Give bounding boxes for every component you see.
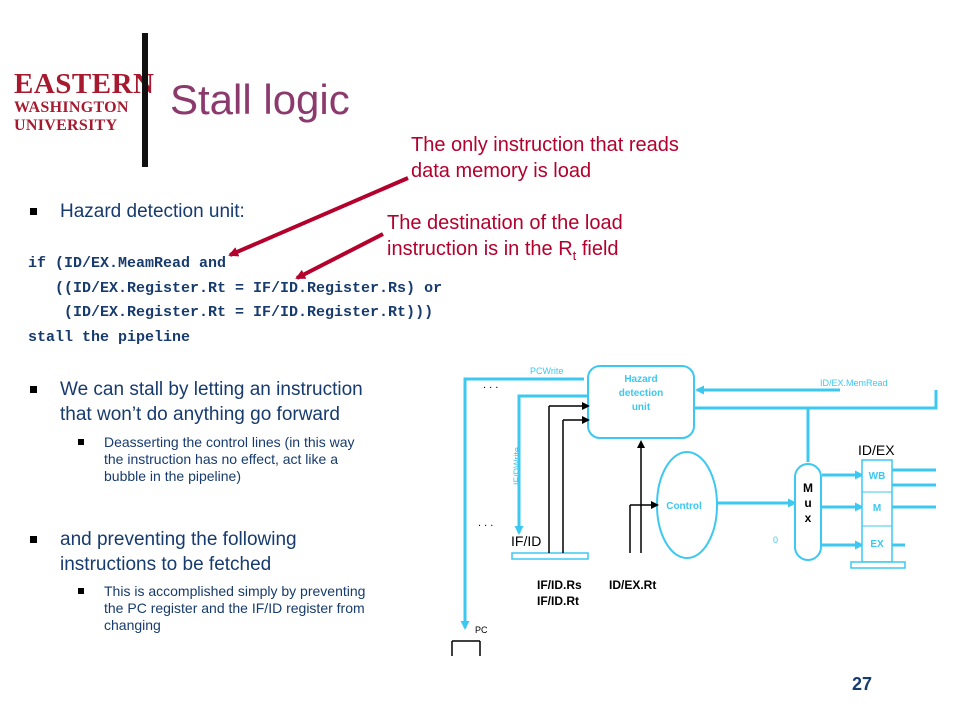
hazard-label-1: Hazard [624,374,657,385]
idex-lower-box [850,561,906,569]
subbullet-text: Deasserting the control lines (in this w… [104,434,355,450]
ifid-label: IF/ID [511,533,541,549]
bullet-square-icon [30,208,37,215]
logo-line-3: UNIVERSITY [14,117,118,134]
mux-label-3: x [805,511,812,525]
bullet-square-icon [30,386,37,393]
pc-label: PC [475,625,488,635]
dots-top: . . . [483,379,498,391]
annotation1-line1: The only instruction that reads [411,134,679,156]
wb-label: WB [869,471,886,482]
bullet-text: and preventing the following [60,529,297,550]
pcwrite-label: PCWrite [530,366,563,376]
annotation2-subscript: t [572,248,577,263]
code-line-2: ((ID/EX.Register.Rt = IF/ID.Register.Rs)… [28,280,443,297]
bullet-text: instructions to be fetched [60,554,272,575]
ex-label: EX [870,539,884,550]
arrow-to-memread [228,176,409,257]
subbullet-text: the PC register and the IF/ID register f… [104,600,365,616]
ifdwrite-line [514,394,590,535]
annotation1-line2: data memory is load [411,160,592,182]
annotation2-line2: instruction is in the Rt field [387,236,623,269]
hazard-to-mux-line [694,406,810,462]
control-label: Control [666,501,702,512]
bullet-square-icon [30,536,37,543]
mux-block [794,463,822,561]
slide-title: Stall logic [170,76,350,123]
subbullet-text: the instruction has no effect, act like … [104,451,338,467]
subbullet-square-icon [78,439,84,445]
subbullet-text: changing [104,617,161,633]
code-line-1: if (ID/EX.MeamRead and [28,255,227,272]
bullet-text: We can stall by letting an instruction [60,379,363,400]
ifid-rt-label: IF/ID.Rt [537,594,579,608]
logo-line-1: EASTERN [14,68,155,100]
annotation2-line2-end: field [576,238,619,260]
ifid-rs-label: IF/ID.Rs [537,578,582,592]
subbullet-text: This is accomplished simply by preventin… [104,583,366,599]
mux-label-2: u [804,496,811,510]
idex-register [861,459,893,563]
bullet-text: Hazard detection unit: [60,201,245,222]
idex-label: ID/EX [858,442,895,458]
code-line-4: stall the pipeline [28,329,191,346]
ifid-register [511,552,589,560]
logo-line-2: WASHINGTON [14,99,129,116]
hazard-label-2: detection [619,388,663,399]
title-divider [142,33,148,167]
dots-mid: . . . [478,517,493,529]
subbullet-square-icon [78,588,84,594]
code-line-3: (ID/EX.Register.Rt = IF/ID.Register.Rt))… [28,304,434,321]
bullet-text: that won’t do anything go forward [60,404,340,425]
mux-label-1: M [803,481,813,495]
page-number: 27 [852,674,873,694]
university-logo: EASTERN WASHINGTON UNIVERSITY [14,68,155,135]
idex-memread-label: ID/EX.MemRead [820,378,888,388]
hazard-label-3: unit [632,402,651,413]
annotation-destination-rt: The destination of the load instruction … [387,210,623,269]
pcwrite-line [460,377,584,630]
m-label: M [873,503,881,514]
zero-label: 0 [773,535,778,545]
annotation-load-reads-memory: The only instruction that reads data mem… [411,132,679,184]
subbullet-text: bubble in the pipeline) [104,468,241,484]
memread-feedback-line [694,390,938,410]
annotation2-line2-text: instruction is in the R [387,238,573,260]
arrow-to-rt [295,232,384,280]
ifdwrite-label: IF/DWrite [512,447,522,485]
idex-rt-label: ID/EX.Rt [609,578,656,592]
annotation2-line1: The destination of the load [387,212,623,234]
